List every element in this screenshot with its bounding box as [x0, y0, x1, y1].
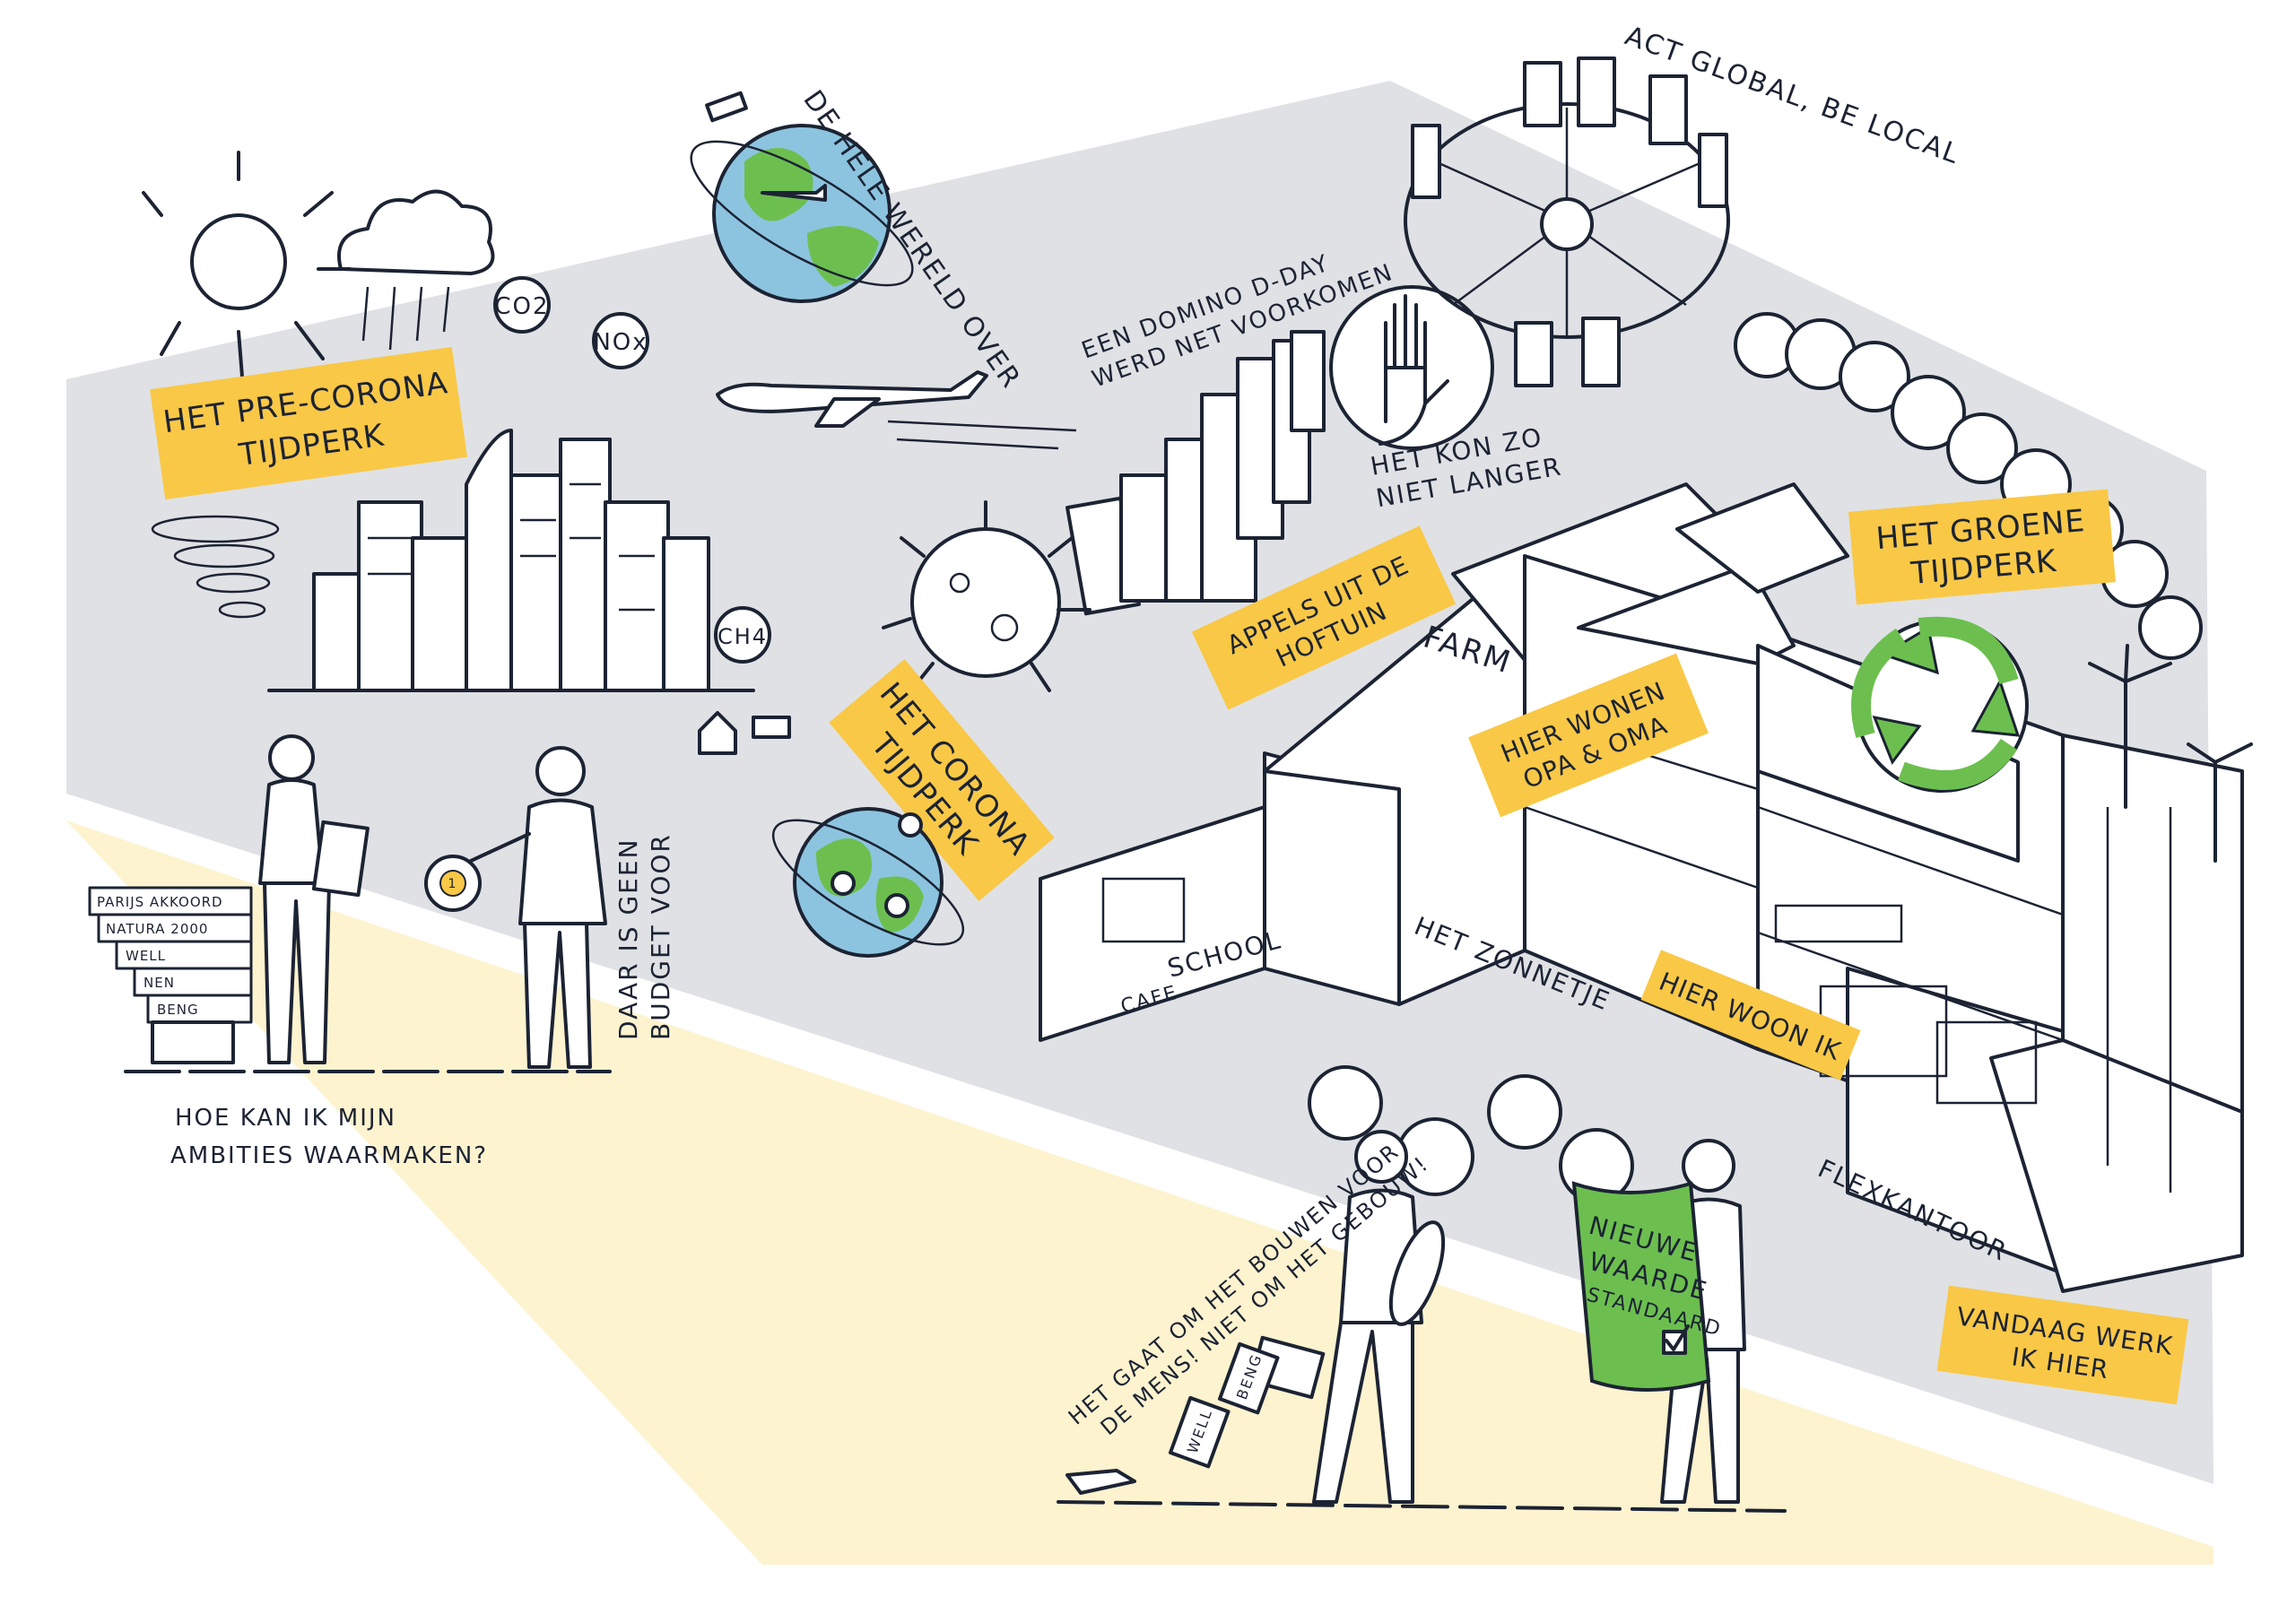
work-tag: VANDAAG WERK IK HIER: [1936, 1285, 2189, 1405]
recycling-globe-icon: [1851, 616, 2029, 793]
airplane-icon: [716, 370, 1077, 450]
documents-box: PARIJS AKKOORD NATURA 2000 WELL NEN BENG: [88, 886, 253, 1064]
person-woman-walking: [1248, 1130, 1446, 1504]
document: WELL: [115, 940, 253, 970]
co2-label: CO2: [494, 293, 549, 320]
ground-line: [1057, 1500, 1787, 1513]
budget-caption: DAAR IS GEEN BUDGET VOOR: [613, 833, 675, 1040]
budget-caption-line: BUDGET VOOR: [646, 833, 675, 1040]
dropped-papers: BENG WELL: [1065, 1341, 1280, 1495]
rain-cloud-icon: [337, 189, 495, 351]
document: PARIJS AKKOORD: [88, 886, 253, 916]
coin-label: 1: [448, 877, 458, 891]
document-label: BENG: [157, 1002, 199, 1018]
ring-of-doors: [1404, 56, 1730, 387]
nox-label: NOx: [593, 329, 648, 356]
document: NEN: [133, 967, 253, 997]
tornado-icon: [151, 515, 280, 619]
ch4-bubble: CH4: [714, 606, 771, 664]
document-label: PARIJS AKKOORD: [97, 894, 223, 910]
document-label: WELL: [126, 948, 166, 964]
person-woman-with-papers: [258, 734, 370, 1064]
ambitions-question: HOE KAN IK MIJN AMBITIES WAARMAKEN?: [170, 1105, 488, 1169]
new-value-standard-sign: NIEUWE WAARDE STANDAARD: [1571, 1181, 1724, 1392]
wind-turbines: [2088, 644, 2253, 863]
virus-icon: [882, 500, 1091, 692]
document: NATURA 2000: [97, 913, 253, 943]
stop-hand-icon: [1329, 285, 1494, 450]
green-era-tag: HET GROENE TIJDPERK: [1848, 489, 2116, 605]
ch4-label: CH4: [718, 624, 768, 649]
question-line: AMBITIES WAARMAKEN?: [170, 1142, 488, 1169]
document-label: NEN: [144, 975, 175, 991]
budget-caption-line: DAAR IS GEEN: [613, 838, 643, 1040]
co2-bubble: CO2: [493, 276, 551, 334]
gray-background-band: [66, 81, 2213, 1484]
person-man-with-money-bag: 1: [424, 746, 607, 1069]
document-label: NATURA 2000: [106, 921, 208, 937]
sun-icon: [142, 151, 352, 378]
question-line: HOE KAN IK MIJN: [175, 1105, 396, 1132]
nox-bubble: NOx: [592, 312, 649, 369]
box: [151, 1020, 235, 1064]
world-globe-icon: [690, 91, 914, 303]
document: BENG: [146, 994, 253, 1024]
corona-globe-icon: [771, 807, 965, 958]
city-skyline: [267, 429, 791, 755]
domino-doors: [1065, 330, 1326, 616]
